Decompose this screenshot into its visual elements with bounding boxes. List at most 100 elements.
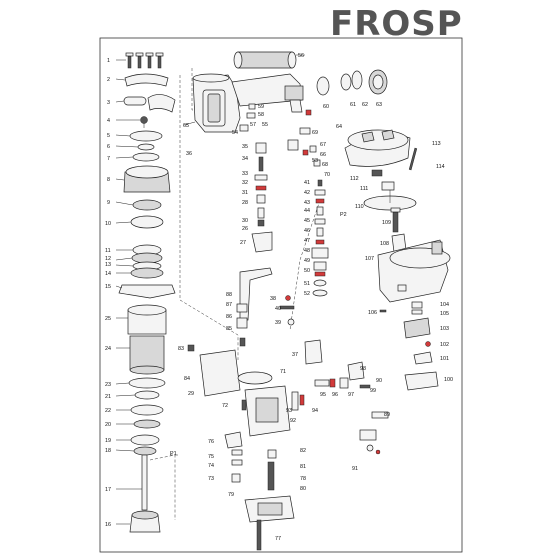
callout-97: 97 xyxy=(348,392,354,398)
part-lower-latch xyxy=(224,431,277,491)
callout-75: 75 xyxy=(208,454,214,460)
callout-12: 12 xyxy=(105,256,111,262)
callout-77: 77 xyxy=(275,536,281,542)
callout-62: 62 xyxy=(362,102,368,108)
callout-23: 23 xyxy=(105,382,111,388)
callout-102: 102 xyxy=(440,342,449,348)
part-14 xyxy=(130,267,164,279)
part-109 xyxy=(390,207,401,233)
callout-47: 47 xyxy=(304,238,310,244)
callout-54: 54 xyxy=(232,130,238,136)
callout-85: 85 xyxy=(226,326,232,332)
callout-80: 80 xyxy=(300,486,306,492)
part-15 xyxy=(118,284,176,299)
callout-13: 13 xyxy=(105,262,111,268)
callout-105: 105 xyxy=(440,311,449,317)
callout-112: 112 xyxy=(350,176,359,182)
callout-4: 4 xyxy=(107,118,110,124)
callout-17: 17 xyxy=(105,487,111,493)
callout-32: 32 xyxy=(242,180,248,186)
callout-59: 59 xyxy=(258,104,264,110)
part-valve-stack xyxy=(311,179,329,297)
callout-86: 86 xyxy=(226,314,232,320)
part-12 xyxy=(131,252,163,264)
callout-8: 8 xyxy=(107,177,110,183)
callout-101: 101 xyxy=(440,356,449,362)
part-97-99 xyxy=(347,361,371,389)
part-9 xyxy=(132,199,162,211)
part-17 xyxy=(141,454,148,511)
diagram-frame xyxy=(99,37,463,553)
callout-69: 69 xyxy=(312,130,318,136)
part-36-40-pins xyxy=(279,295,323,365)
callout-83: 83 xyxy=(178,346,184,352)
part-trigger-lever xyxy=(236,267,273,347)
part-107-canister xyxy=(377,239,451,303)
callout-18: 18 xyxy=(105,448,111,454)
part-18 xyxy=(133,446,157,456)
callout-29: 29 xyxy=(188,391,194,397)
callout-5: 5 xyxy=(107,133,110,139)
callout-55: 55 xyxy=(262,122,268,128)
callout-113: 113 xyxy=(432,141,441,147)
callout-79: 79 xyxy=(228,492,234,498)
callout-41: 41 xyxy=(304,180,310,186)
callout-103: 103 xyxy=(440,326,449,332)
callout-109: 109 xyxy=(382,220,391,226)
callout-92: 92 xyxy=(290,418,296,424)
part-83 xyxy=(187,344,195,352)
callout-57: 57 xyxy=(250,122,256,128)
callout-94: 94 xyxy=(312,408,318,414)
callout-60: 60 xyxy=(323,104,329,110)
part-92-95 xyxy=(291,377,349,411)
callout-73: 73 xyxy=(208,476,214,482)
part-65-housing xyxy=(192,73,241,133)
part-group-top-screws xyxy=(125,52,164,69)
callout-100: 100 xyxy=(444,377,453,383)
callout-10: 10 xyxy=(105,221,111,227)
part-trigger-valve xyxy=(251,142,273,253)
part-small-fittings xyxy=(239,103,321,167)
part-101 xyxy=(413,351,433,365)
part-10 xyxy=(130,215,164,229)
callout-49: 49 xyxy=(304,258,310,264)
callout-71: 71 xyxy=(280,369,286,375)
callout-42: 42 xyxy=(304,190,310,196)
callout-63: 63 xyxy=(376,102,382,108)
callout-95: 95 xyxy=(320,392,326,398)
callout-61: 61 xyxy=(350,102,356,108)
callout-51: 51 xyxy=(304,281,310,287)
callout-88: 88 xyxy=(226,292,232,298)
guide-line xyxy=(179,75,239,360)
callout-16: 16 xyxy=(105,522,111,528)
callout-89: 89 xyxy=(384,412,390,418)
callout-22: 22 xyxy=(105,408,111,414)
callout-91: 91 xyxy=(352,466,358,472)
callout-106: 106 xyxy=(368,310,377,316)
callout-74: 74 xyxy=(208,463,214,469)
part-7 xyxy=(132,152,160,162)
callout-p1: P1 xyxy=(170,451,177,457)
brand-text: FROSP xyxy=(330,4,463,42)
callout-52: 52 xyxy=(304,291,310,297)
part-handle xyxy=(231,73,304,113)
callout-14: 14 xyxy=(105,271,111,277)
callout-19: 19 xyxy=(105,438,111,444)
leader-lines xyxy=(115,54,305,525)
callout-20: 20 xyxy=(105,422,111,428)
part-84 xyxy=(199,349,241,397)
callout-1: 1 xyxy=(107,58,110,64)
callout-99: 99 xyxy=(370,388,376,394)
callout-111: 111 xyxy=(360,186,368,192)
callout-3: 3 xyxy=(107,100,110,106)
callout-45: 45 xyxy=(304,218,310,224)
callout-30: 30 xyxy=(242,218,248,224)
part-106 xyxy=(379,309,387,313)
callout-53: 53 xyxy=(312,158,318,164)
callout-65: 65 xyxy=(183,123,189,129)
callout-98: 98 xyxy=(360,366,366,372)
callout-43: 43 xyxy=(304,200,310,206)
part-112 xyxy=(371,169,383,177)
part-19 xyxy=(130,434,160,446)
brand-logo: FROSP xyxy=(330,2,550,44)
